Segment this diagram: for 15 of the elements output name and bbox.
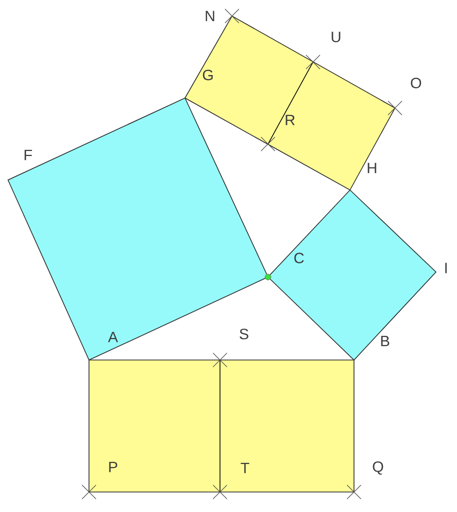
point-label: O — [410, 78, 422, 88]
point-label: R — [286, 114, 295, 126]
point-label: Q — [372, 461, 384, 475]
point-label: A — [108, 332, 118, 342]
point-label: U — [332, 32, 340, 42]
point-label: F — [24, 150, 32, 160]
point-label: I — [445, 262, 447, 274]
point-label: C — [294, 252, 304, 264]
point-label: B — [381, 336, 390, 346]
point-label: S — [240, 328, 248, 340]
point-label: N — [206, 10, 214, 22]
point-label: T — [240, 462, 250, 474]
point-label: H — [368, 162, 376, 174]
point-label: P — [109, 462, 118, 472]
point-label: G — [202, 70, 213, 80]
